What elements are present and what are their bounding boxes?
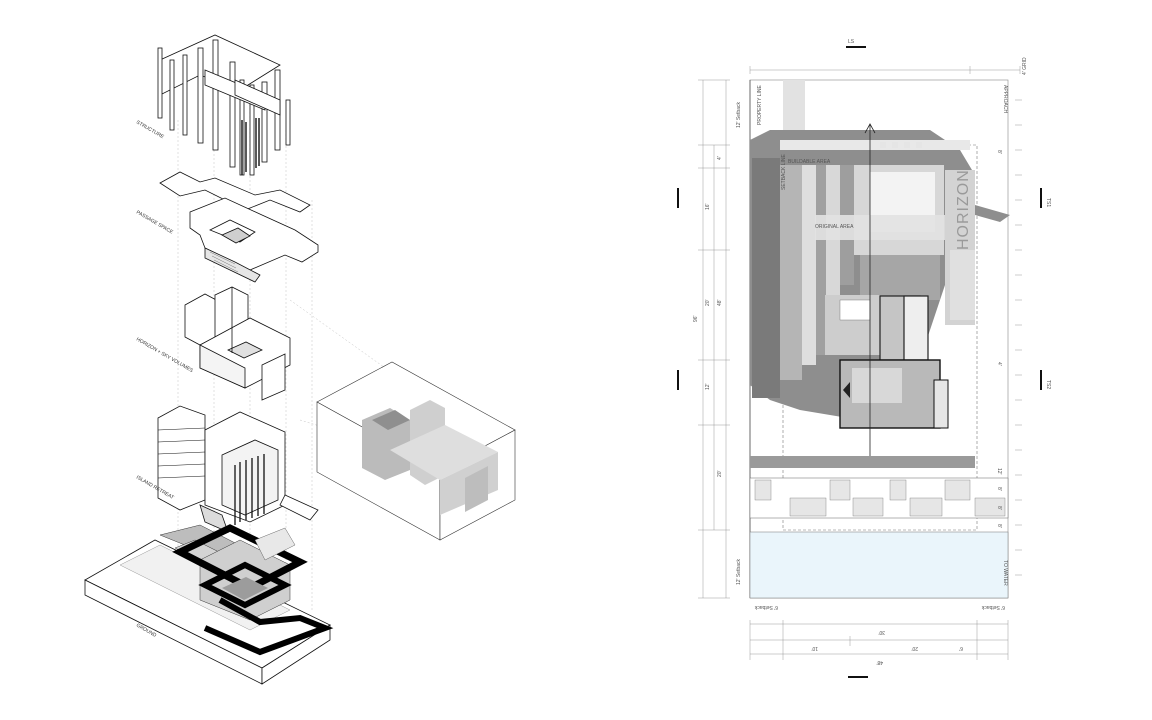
label-setback-top: 12' Setback (736, 102, 742, 128)
section-markers (677, 46, 1042, 678)
label-setback-left: 6' Setback (754, 604, 778, 610)
horizon-volumes-layer (184, 286, 291, 401)
dims-bottom (749, 620, 1009, 660)
dim-bottom-20: 20' (911, 645, 918, 651)
dim-left-12: 12' (705, 383, 711, 390)
dim-left-20b: 20' (717, 470, 723, 477)
label-passage-space: PASSAGE SPACE (135, 210, 175, 236)
label-approach: APPROACH (1002, 85, 1008, 113)
grid-label: 4' GRID (1022, 57, 1028, 75)
exploded-axonometric: STRUCTURE PASSAGE SPACE HORIZON + S (84, 34, 516, 685)
grid-ticks (749, 66, 1022, 576)
site-plan: LS TS1 TS2 4' GRID PROPERTY LINE SETBACK… (677, 39, 1051, 678)
passage-layer (159, 171, 319, 283)
label-horizon: HORIZON (955, 169, 972, 250)
label-original-area: ORIGINAL AREA (815, 224, 854, 230)
label-setback-right: 6' Setback (981, 604, 1005, 610)
label-property-line: PROPERTY LINE (757, 85, 763, 125)
dim-bottom-10: 10' (811, 645, 818, 651)
dim-bottom-6: 6' (959, 645, 963, 651)
dim-right-6: 8' (996, 524, 1002, 528)
label-buildable-area: BUILDABLE AREA (788, 159, 831, 165)
mark-ls: LS (848, 39, 855, 45)
mark-ts1: TS1 (1045, 198, 1051, 207)
dim-left-20a: 20' (705, 299, 711, 306)
label-horizon-sky-volumes: HORIZON + SKY VOLUMES (135, 337, 194, 375)
label-setback-bottom: 12' Setback (736, 559, 742, 585)
dim-left-total: 96' (693, 315, 699, 322)
dim-bottom-30: 30' (878, 629, 885, 635)
dim-left-48: 48' (717, 299, 723, 306)
dock (749, 456, 1009, 519)
dim-right-1: 8' (996, 150, 1002, 154)
water-area (749, 531, 1009, 599)
label-setback-line: SETBACK LINE (781, 153, 787, 190)
island-retreat-layer (157, 405, 319, 533)
mark-ts2: TS2 (1045, 380, 1051, 389)
label-to-water: TO WATER (1002, 560, 1008, 586)
dims-left (698, 79, 730, 599)
dim-right-5: 8' (996, 506, 1002, 510)
dim-left-16: 16' (705, 203, 711, 210)
structure-layer (157, 34, 291, 176)
dim-right-2: 4' (996, 362, 1002, 366)
dim-right-3: 12' (996, 468, 1002, 475)
dim-right-4: 8' (996, 487, 1002, 491)
ground-layer (84, 524, 334, 685)
dim-bottom-48: 48' (876, 659, 883, 665)
label-structure: STRUCTURE (135, 120, 165, 141)
site-box (316, 361, 516, 541)
plan-mass (750, 130, 1010, 429)
dim-left-4: 4' (717, 156, 723, 160)
